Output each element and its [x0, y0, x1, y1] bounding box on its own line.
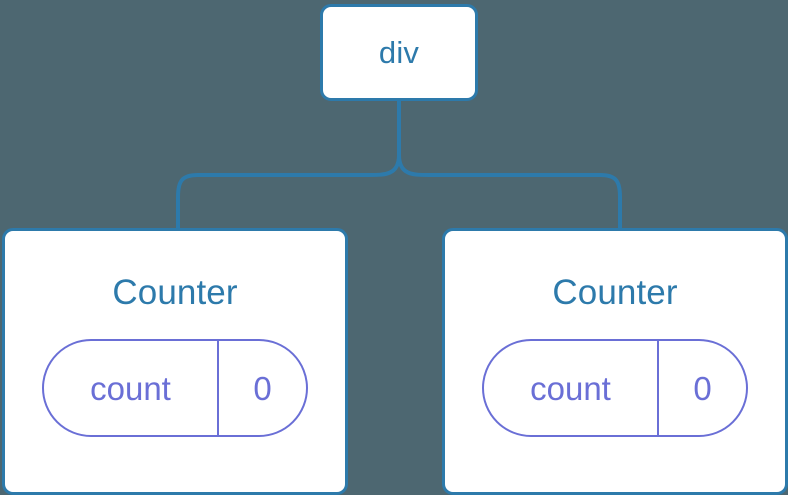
state-pill-counter-1[interactable]: count 0 — [482, 339, 748, 437]
node-counter-1-label: Counter — [552, 273, 678, 312]
node-div-label: div — [378, 35, 420, 70]
node-counter-0[interactable]: Counter count 0 — [2, 228, 348, 495]
node-div[interactable]: div — [320, 4, 478, 101]
node-counter-1[interactable]: Counter count 0 — [442, 228, 788, 495]
state-value-counter-0: 0 — [253, 369, 272, 407]
state-key-counter-1: count — [484, 341, 659, 435]
state-pill-counter-0[interactable]: count 0 — [42, 339, 308, 437]
state-value-counter-1: 0 — [693, 369, 712, 407]
node-counter-0-label: Counter — [112, 273, 238, 312]
connector-branch-right — [397, 154, 622, 230]
state-key-counter-0: count — [44, 341, 219, 435]
connector-branch-left — [176, 154, 401, 230]
